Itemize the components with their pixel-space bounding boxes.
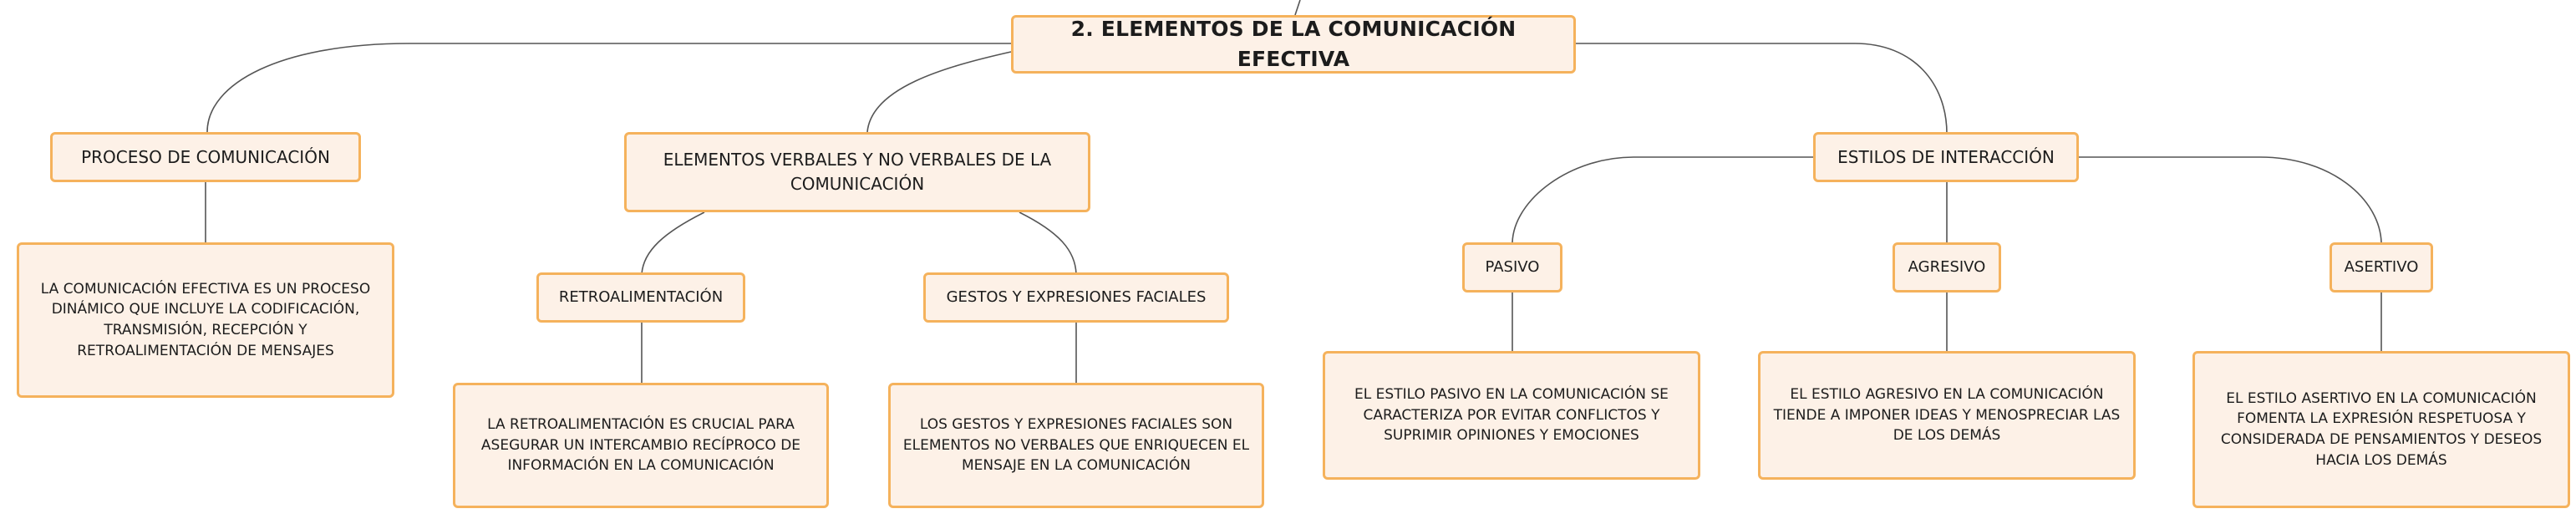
connector-root-estilos xyxy=(1576,43,1948,135)
node-elementos-label: ELEMENTOS VERBALES Y NO VERBALES DE LA C… xyxy=(663,150,1052,194)
node-root[interactable]: 2. ELEMENTOS DE LA COMUNICACIÓN EFECTIVA xyxy=(1011,15,1576,74)
node-estilos[interactable]: ESTILOS DE INTERACCIÓN xyxy=(1813,132,2079,182)
node-pasivo-label: PASIVO xyxy=(1485,257,1540,276)
node-proceso[interactable]: PROCESO DE COMUNICACIÓN xyxy=(50,132,361,182)
node-asertivo-description-text: EL ESTILO ASERTIVO EN LA COMUNICACIÓN FO… xyxy=(2220,389,2543,469)
node-proceso-description-text: LA COMUNICACIÓN EFECTIVA ES UN PROCESO D… xyxy=(40,280,371,359)
node-root-label: 2. ELEMENTOS DE LA COMUNICACIÓN EFECTIVA xyxy=(1070,16,1517,71)
node-gestos-description[interactable]: LOS GESTOS Y EXPRESIONES FACIALES SON EL… xyxy=(888,383,1264,508)
connector-estilos-pasivo xyxy=(1512,156,1813,243)
node-estilos-label: ESTILOS DE INTERACCIÓN xyxy=(1837,146,2055,167)
node-retroalimentacion-description-text: LA RETROALIMENTACIÓN ES CRUCIAL PARA ASE… xyxy=(480,416,801,475)
connector-root-parent-stub xyxy=(1294,0,1301,16)
node-gestos[interactable]: GESTOS Y EXPRESIONES FACIALES xyxy=(923,272,1229,323)
node-agresivo[interactable]: AGRESIVO xyxy=(1893,242,2001,293)
node-pasivo-description[interactable]: EL ESTILO PASIVO EN LA COMUNICACIÓN SE C… xyxy=(1323,351,1700,480)
node-asertivo-description[interactable]: EL ESTILO ASERTIVO EN LA COMUNICACIÓN FO… xyxy=(2192,351,2570,508)
node-pasivo-description-text: EL ESTILO PASIVO EN LA COMUNICACIÓN SE C… xyxy=(1354,386,1669,445)
node-agresivo-description-text: EL ESTILO AGRESIVO EN LA COMUNICACIÓN TI… xyxy=(1773,386,2121,445)
connector-elementos-retro xyxy=(641,211,705,275)
node-elementos[interactable]: ELEMENTOS VERBALES Y NO VERBALES DE LA C… xyxy=(624,132,1090,212)
connector-estilos-asertivo xyxy=(2079,156,2382,243)
node-retroalimentacion-label: RETROALIMENTACIÓN xyxy=(558,287,724,306)
node-gestos-description-text: LOS GESTOS Y EXPRESIONES FACIALES SON EL… xyxy=(902,416,1250,475)
node-proceso-label: PROCESO DE COMUNICACIÓN xyxy=(81,146,330,167)
node-proceso-description[interactable]: LA COMUNICACIÓN EFECTIVA ES UN PROCESO D… xyxy=(17,242,394,398)
node-agresivo-label: AGRESIVO xyxy=(1908,257,1986,276)
node-retroalimentacion-description[interactable]: LA RETROALIMENTACIÓN ES CRUCIAL PARA ASE… xyxy=(453,383,829,508)
connector-root-proceso xyxy=(206,43,1011,133)
node-agresivo-description[interactable]: EL ESTILO AGRESIVO EN LA COMUNICACIÓN TI… xyxy=(1758,351,2136,480)
node-pasivo[interactable]: PASIVO xyxy=(1462,242,1562,293)
node-gestos-label: GESTOS Y EXPRESIONES FACIALES xyxy=(946,287,1207,306)
node-retroalimentacion[interactable]: RETROALIMENTACIÓN xyxy=(536,272,745,323)
connector-elementos-gestos xyxy=(1019,211,1077,275)
node-asertivo[interactable]: ASERTIVO xyxy=(2330,242,2433,293)
node-asertivo-label: ASERTIVO xyxy=(2344,257,2419,276)
connector-root-elementos xyxy=(866,51,1012,133)
